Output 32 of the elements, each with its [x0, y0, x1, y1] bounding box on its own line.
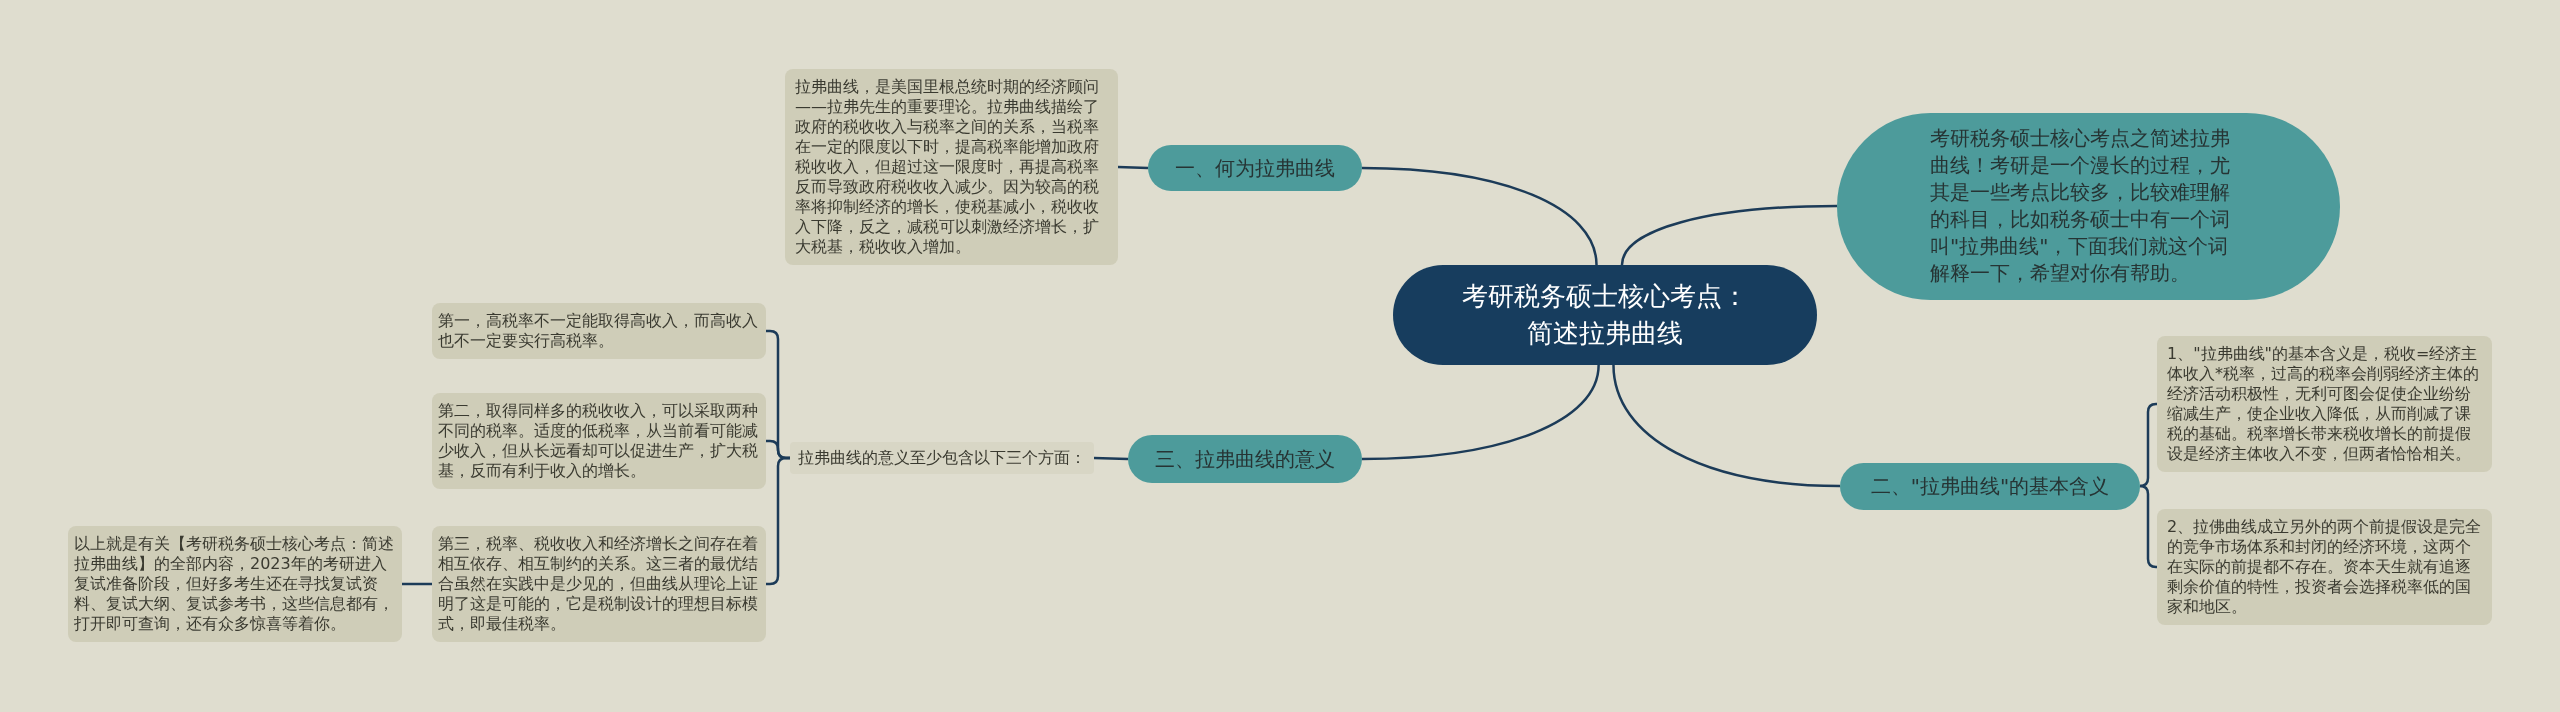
note-box: [785, 69, 1118, 265]
connector-line: [1361, 166, 1598, 266]
note-box: [68, 526, 402, 642]
note-text: 以上就是有关【考研税务硕士核心考点：简述拉弗曲线】的全部内容，2023年的考研进入复试准备阶段，但好多考生还在寻找复试资料、复试大纲、复试参考书，这些信息都有，打开即可查询，还有众多惊喜等着你。: [74, 534, 395, 634]
intro-text: 考研税务硕士核心考点之简述拉弗曲线！考研是一个漫长的过程，尤其是一些考点比较多，比较难理解的科目，比如税务硕士中有一个词叫"拉弗曲线"，下面我们就这个词解释一下，希望对你有帮助。: [1930, 125, 2231, 287]
topic-label: 三、拉弗曲线的意义: [1155, 446, 1335, 472]
note-box: [2157, 509, 2492, 625]
summary-box: [790, 442, 1094, 474]
note-text: 拉弗曲线，是美国里根总统时期的经济顾问——拉弗先生的重要理论。拉弗曲线描绘了政府的税收收入与税率之间的关系，当税率在一定的限度以下时，提高税率能增加政府税收收入，但超过这一限度时，再提高税率反而导致政府税收收入减少。因为较高的税率将抑制经济的增长，使税基减小，税收收入下降，反之，减税可以刺激经济增长，扩大税基，税收收入增加。: [795, 77, 1100, 257]
topic-label: 二、"拉弗曲线"的基本含义: [1870, 473, 2110, 499]
note-text: 2、拉佛曲线成立另外的两个前提假设是完全的竞争市场体系和封闭的经济环境，这两个在实际的前提都不存在。资本天生就有追逐剩余价值的特性，投资者会选择税率低的国家和地区。: [2167, 517, 2482, 617]
connector-line: [1361, 364, 1600, 461]
connector-line: [1117, 165, 1149, 170]
note-text: 1、"拉弗曲线"的基本含义是，税收=经济主体收入*税率，过高的税率会削弱经济主体的经济活动积极性，无利可图会促使企业纷纷缩减生产，使企业收入降低，从而削减了课税的基础。税率增长带来税收增长的前提假设是经济主体收入不变，但两者恰恰相关。: [2167, 344, 2480, 464]
topic-pill: [1148, 145, 1362, 191]
note-box: [2157, 336, 2492, 472]
connector-line: [2138, 484, 2158, 569]
note-text: 第一，高税率不一定能取得高收入，而高收入也不一定要实行高税率。: [438, 311, 759, 351]
note-box: [432, 303, 766, 359]
central-topic-text: 考研税务硕士核心考点：简述拉弗曲线: [1461, 280, 1749, 350]
connector-line: [1612, 364, 1841, 488]
note-box: [432, 526, 766, 642]
topic-label: 一、何为拉弗曲线: [1175, 155, 1335, 181]
topic-pill: [1128, 435, 1362, 483]
topic-pill: [1840, 462, 2140, 510]
connector-line: [402, 582, 432, 586]
note-box: [432, 393, 766, 489]
summary-text: 拉弗曲线的意义至少包含以下三个方面：: [798, 448, 1086, 468]
connector-line: [1093, 456, 1129, 461]
note-text: 第三，税率、税收收入和经济增长之间存在着相互依存、相互制约的关系。这三者的最优结合虽然在实践中是少见的，但曲线从理论上证明了这是可能的，它是税制设计的理想目标模式，即最佳税率。: [438, 534, 759, 634]
note-text: 第二，取得同样多的税收收入，可以采取两种不同的税率。适度的低税率，从当前看可能减少收入，但从长远看却可以促进生产，扩大税基，反而有利于收入的增长。: [438, 401, 759, 481]
connector-line: [1620, 204, 1838, 266]
